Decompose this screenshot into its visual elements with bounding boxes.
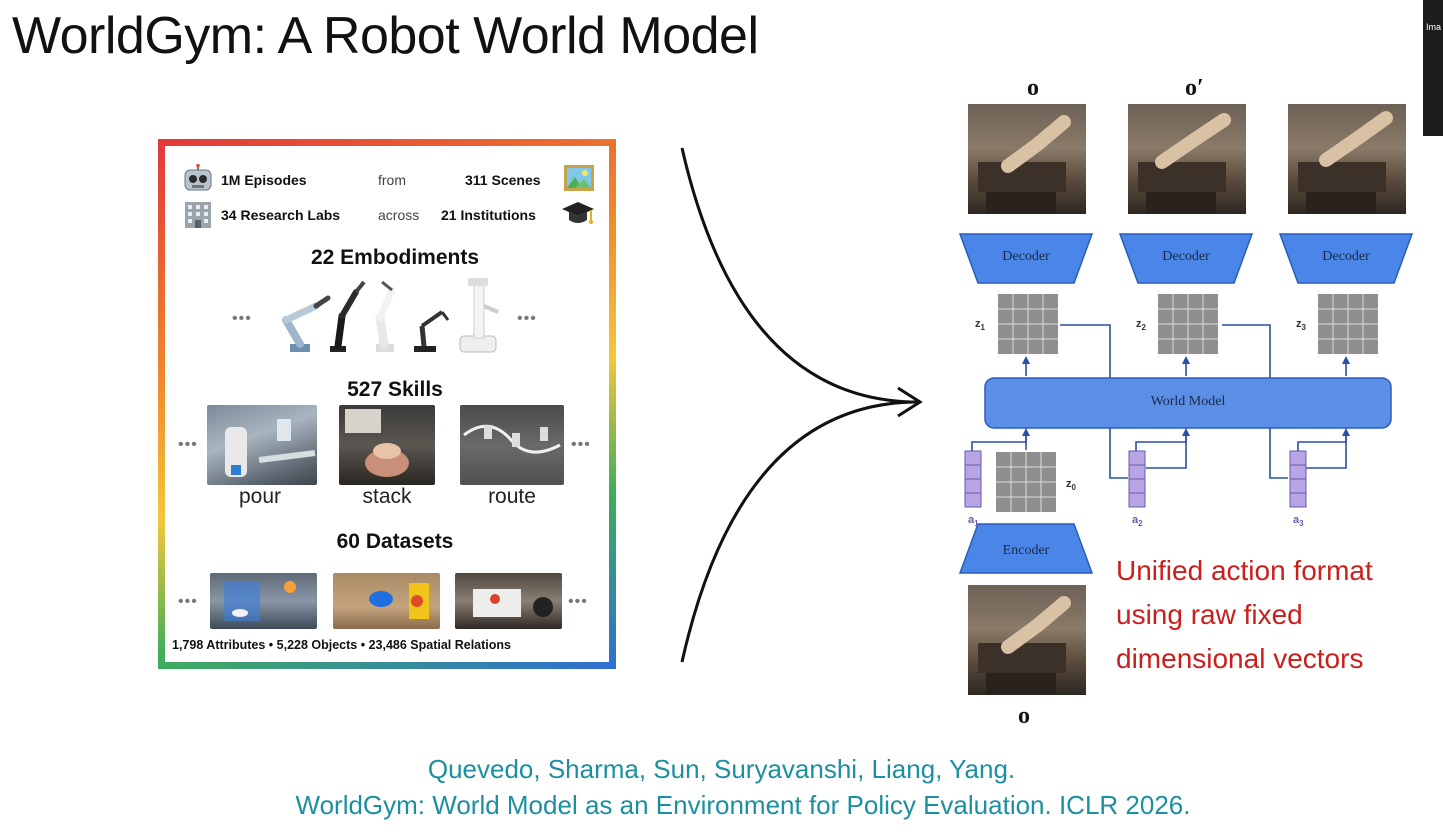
widowx-arm-figure — [414, 310, 450, 352]
datasets-heading: 60 Datasets — [336, 530, 454, 553]
side-panel-tab[interactable]: Ima — [1423, 0, 1443, 136]
dataset-image-3 — [455, 573, 562, 629]
decoder-block-3 — [1278, 233, 1414, 284]
office-building-icon — [182, 199, 214, 229]
observation-image-o3 — [1288, 104, 1406, 214]
encoder-label: Encoder — [1002, 543, 1050, 558]
skill-label-route: route — [488, 485, 536, 508]
world-model-label: World Model — [1150, 394, 1226, 409]
transition-arrow — [680, 147, 923, 663]
ur5-arm-figure — [282, 295, 331, 352]
graduation-cap-icon — [561, 197, 595, 231]
observation-image-o-prime — [1128, 104, 1246, 214]
robot-embodiments-illustration — [272, 276, 508, 356]
robot-icon — [182, 163, 214, 194]
obs-label-o-prime: o′ — [1185, 75, 1204, 101]
citation-paper: WorldGym: World Model as an Environment … — [295, 790, 1191, 820]
citation-authors: Quevedo, Sharma, Sun, Suryavanshi, Liang… — [427, 754, 1016, 784]
stat-episodes: 1M Episodes — [221, 172, 307, 188]
dataset-image-2 — [333, 573, 440, 629]
action-vector-a2 — [1128, 450, 1146, 508]
stat-institutions: 21 Institutions — [441, 207, 536, 223]
latent-label-z1: z1 — [975, 318, 985, 333]
landscape-picture-icon — [563, 163, 595, 193]
franka-arm-figure — [330, 280, 366, 352]
stat-scenes: 311 Scenes — [465, 172, 541, 188]
stat-connector-from: from — [378, 172, 406, 188]
embodiments-heading: 22 Embodiments — [310, 246, 480, 269]
decoder-block-2 — [1118, 233, 1254, 284]
callout-unified-action-format: Unified action format using raw fixed di… — [1116, 549, 1373, 681]
action-label-a3: a3 — [1293, 514, 1304, 529]
callout-line-3: dimensional vectors — [1116, 643, 1364, 674]
skill-label-stack: stack — [362, 485, 412, 508]
world-model-block — [984, 377, 1392, 429]
obs-label-o: o — [1027, 75, 1039, 101]
action-vector-a1 — [964, 450, 982, 508]
embodiments-left-ellipsis: ••• — [232, 310, 252, 327]
datasets-right-ellipsis: ••• — [568, 593, 588, 610]
latent-label-z3: z3 — [1296, 318, 1306, 333]
latent-grid-z2 — [1158, 294, 1218, 354]
stack-skill-image — [339, 405, 435, 485]
datasets-left-ellipsis: ••• — [178, 593, 198, 610]
slide-title: WorldGym: A Robot World Model — [12, 7, 759, 65]
latent-label-z2: z2 — [1136, 318, 1146, 333]
diagram-arrowheads — [1022, 356, 1350, 436]
latent-label-z0: z0 — [1066, 478, 1076, 493]
action-label-a1: a1 — [968, 514, 979, 529]
action-vector-a3 — [1289, 450, 1307, 508]
latent-grid-z3 — [1318, 294, 1378, 354]
action-label-a2: a2 — [1132, 514, 1143, 529]
decoder-label-3: Decoder — [1322, 249, 1370, 264]
mobile-manipulator-figure — [459, 278, 499, 353]
route-skill-image — [460, 405, 564, 485]
stat-labs: 34 Research Labs — [221, 207, 341, 223]
pour-skill-image — [207, 405, 317, 485]
decoder-block-1 — [958, 233, 1094, 284]
skills-left-ellipsis: ••• — [178, 436, 198, 453]
callout-line-1: Unified action format — [1116, 555, 1373, 586]
dataset-stats-footer: 1,798 Attributes • 5,228 Objects • 23,48… — [172, 638, 511, 652]
observation-image-o — [968, 104, 1086, 214]
world-model-diagram — [958, 233, 1414, 574]
white-arm-figure — [375, 280, 396, 352]
dataset-image-1 — [210, 573, 317, 629]
side-tab-label: Ima — [1426, 22, 1442, 32]
decoder-label-1: Decoder — [1002, 249, 1050, 264]
latent-grid-z0 — [996, 452, 1056, 512]
encoder-block — [958, 523, 1094, 574]
skill-label-pour: pour — [238, 485, 282, 508]
callout-line-2: using raw fixed — [1116, 599, 1303, 630]
stat-connector-across: across — [378, 207, 420, 223]
skills-right-ellipsis: ••• — [571, 436, 591, 453]
observation-image-input — [968, 585, 1086, 695]
embodiments-right-ellipsis: ••• — [517, 310, 537, 327]
decoder-label-2: Decoder — [1162, 249, 1210, 264]
skills-heading: 527 Skills — [347, 378, 443, 401]
latent-grid-z1 — [998, 294, 1058, 354]
obs-label-input: o — [1018, 703, 1030, 729]
